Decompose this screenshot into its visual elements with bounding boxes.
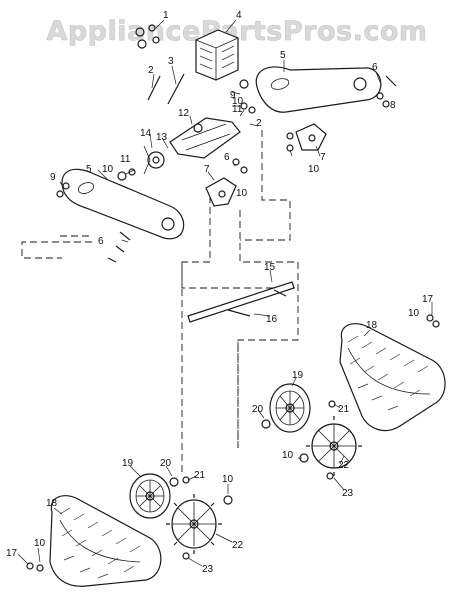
callout-12: 12 — [178, 108, 190, 119]
part-7-brackets — [205, 123, 327, 207]
callout-22: 22 — [232, 540, 244, 551]
part-1-screws — [135, 19, 165, 49]
callout-4: 4 — [236, 10, 242, 21]
callout-22: 22 — [338, 460, 350, 471]
callout-3: 3 — [168, 56, 174, 67]
callout-20: 20 — [160, 458, 172, 469]
callout-15: 15 — [264, 262, 276, 273]
callout-6: 6 — [372, 62, 378, 73]
part-18-track-right — [339, 323, 446, 431]
part-5-chain-case-right — [255, 66, 382, 113]
callout-10: 10 — [308, 164, 320, 175]
callout-leaders — [17, 19, 433, 567]
callout-6: 6 — [224, 152, 230, 163]
part-4-housing — [195, 29, 239, 81]
callout-2: 2 — [256, 118, 262, 129]
callout-23: 23 — [202, 564, 214, 575]
hardware-left-track — [26, 476, 233, 572]
assembly-dashed-lines — [21, 130, 299, 472]
part-19-wheel-left — [129, 473, 171, 519]
part-5-chain-case-left — [61, 168, 185, 240]
part-15-16-bar — [187, 281, 295, 323]
callout-13: 13 — [156, 132, 168, 143]
callout-21: 21 — [338, 404, 350, 415]
callout-17: 17 — [6, 548, 18, 559]
callout-16: 16 — [266, 314, 278, 325]
callout-10: 10 — [232, 96, 244, 107]
callout-6: 6 — [98, 236, 104, 247]
callout-9: 9 — [50, 172, 56, 183]
callout-10: 10 — [222, 474, 234, 485]
callout-18: 18 — [46, 498, 58, 509]
callout-19: 19 — [292, 370, 304, 381]
callout-19: 19 — [122, 458, 134, 469]
callout-10: 10 — [102, 164, 114, 175]
part-2-3-pins — [147, 73, 185, 105]
callout-11: 11 — [120, 154, 131, 165]
callout-8: 8 — [390, 100, 396, 111]
callout-labels: 1 2 2 3 4 5 5 6 6 6 7 7 8 9 9 10 10 10 1… — [6, 10, 434, 575]
watermark-logo: AppliancePartsPros.com — [46, 16, 427, 47]
callout-21: 21 — [194, 470, 206, 481]
part-22-sprocket-right — [306, 416, 362, 476]
part-19-wheel-right — [269, 383, 311, 433]
callout-5: 5 — [280, 50, 286, 61]
callout-10: 10 — [408, 308, 420, 319]
part-22-sprocket-left — [166, 494, 222, 554]
callout-20: 20 — [252, 404, 264, 415]
callout-5: 5 — [86, 164, 92, 175]
part-12-axle-bar — [169, 117, 241, 159]
callout-10: 10 — [236, 188, 248, 199]
callout-10: 10 — [34, 538, 46, 549]
callout-14: 14 — [140, 128, 152, 139]
part-13-gear — [143, 145, 165, 175]
callout-7: 7 — [320, 152, 326, 163]
callout-18: 18 — [366, 320, 378, 331]
callout-9: 9 — [230, 90, 236, 101]
callout-11: 11 — [232, 104, 243, 115]
callout-17: 17 — [422, 294, 434, 305]
callout-10: 10 — [282, 450, 294, 461]
callout-7: 7 — [204, 164, 210, 175]
part-18-track-left — [49, 495, 162, 587]
callout-1: 1 — [163, 10, 169, 21]
callout-23: 23 — [342, 488, 354, 499]
callout-2: 2 — [148, 65, 154, 76]
